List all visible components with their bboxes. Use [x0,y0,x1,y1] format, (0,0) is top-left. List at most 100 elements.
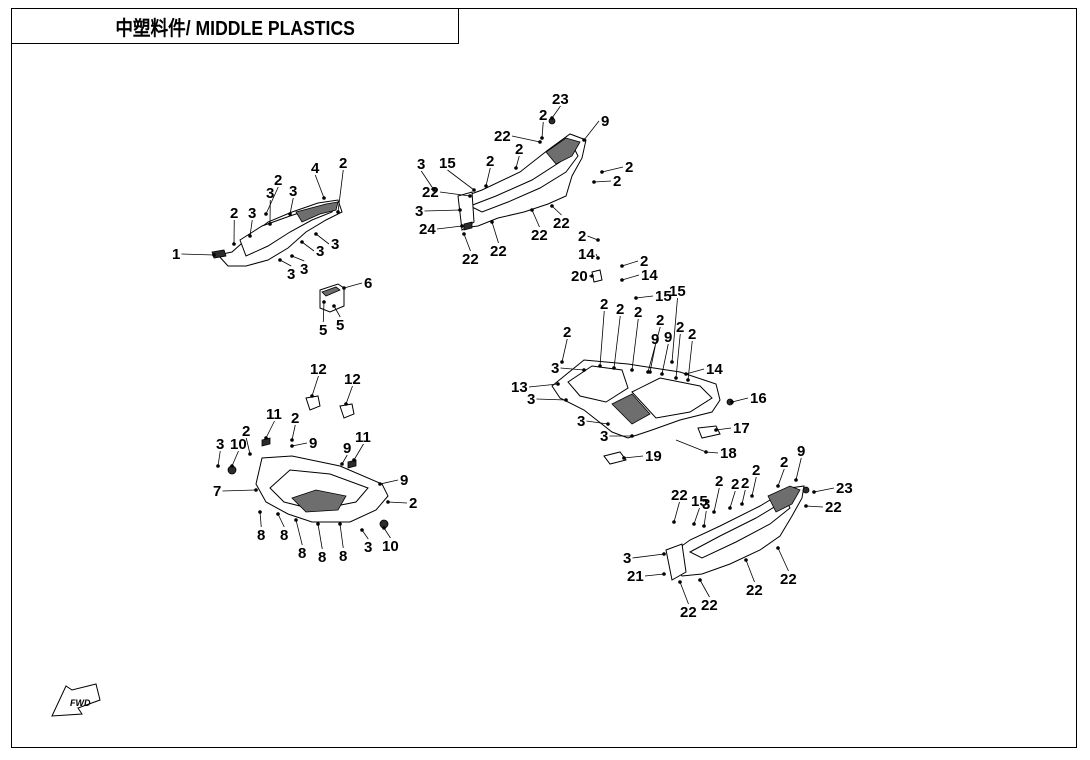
callout-number: 22 [780,571,797,588]
callout-g2-10: 2 [592,173,621,190]
callout-number: 2 [752,462,760,479]
callout-number: 2 [486,153,494,170]
callout-leader-line [631,318,639,371]
callout-leader-line [436,225,463,230]
callout-leader-dot [596,238,600,242]
callout-g3-13: 9 [660,329,672,376]
callout-leader-line [705,451,719,454]
callout-leader-dot [322,196,326,200]
callout-number: 2 [563,324,571,341]
callout-g1-7: 2 [336,155,347,214]
callout-leader-dot [662,552,666,556]
callout-leader-line [561,338,568,363]
callout-leader-line [265,420,275,439]
callout-leader-dot [538,140,542,144]
title-block: 中塑料件/ MIDDLE PLASTICS [11,8,459,44]
callout-leader-dot [248,234,252,238]
callout-leader-line [249,219,253,237]
callout-g3-19: 14 [684,361,723,378]
callout-g4-6: 2 [290,410,299,442]
callout-leader-dot [730,400,734,404]
callout-number: 2 [741,475,749,492]
callout-leader-dot [322,300,326,304]
callout-number: 22 [531,227,548,244]
callout-number: 8 [298,545,306,562]
callout-leader-dot [472,188,476,192]
callout-number: 3 [266,185,274,202]
callout-number: 3 [417,156,425,173]
callout-leader-line [383,527,391,539]
callout-g5-4: 2 [728,476,739,510]
callout-leader-line [613,315,621,369]
callout-g2-0: 23 [550,91,569,120]
callout-g1-3: 2 [264,172,282,216]
callout-number: 3 [702,496,710,513]
clip-part-24 [463,221,473,231]
callout-number: 20 [571,268,588,285]
callout-leader-line [343,282,363,289]
callout-leader-line [277,513,285,528]
callout-g1-1: 2 [230,205,238,246]
callout-g1-2: 3 [248,205,256,238]
callout-number: 3 [331,236,339,253]
callout-leader-dot [776,484,780,488]
callout-leader-line [795,457,802,481]
callout-leader-dot [630,434,634,438]
part-group-side-step [665,485,810,581]
callout-number: 21 [627,568,644,585]
grommet-part-23b [802,486,810,494]
callout-leader-line [635,295,654,299]
callout-number: 9 [601,113,609,130]
callout-leader-line [181,253,215,256]
callout-number: 24 [419,221,436,238]
rod-part-18 [675,439,707,453]
callout-g3-20: 16 [730,390,767,407]
callout-leader-line [217,450,221,467]
callout-leader-line [536,398,567,401]
callout-number: 14 [706,361,723,378]
callout-number: 3 [248,205,256,222]
callout-g5-11: 3 [623,550,666,567]
callout-leader-dot [310,394,314,398]
callout-leader-line [485,167,491,187]
callout-leader-dot [678,580,682,584]
callout-number: 2 [242,423,250,440]
drawing-frame [11,8,1077,748]
callout-leader-line [491,221,499,244]
callout-leader-line [649,345,656,373]
callout-leader-line [679,581,689,605]
callout-g2-15: 22 [462,232,479,268]
callout-leader-dot [596,256,600,260]
callout-g3-6: 15 [669,283,686,364]
callout-g5-16: 22 [776,546,797,588]
callout-number: 22 [422,184,439,201]
callout-leader-dot [712,510,716,514]
callout-number: 2 [634,304,642,321]
callout-number: 22 [671,487,688,504]
callout-number: 8 [318,549,326,566]
callout-leader-line [687,340,693,381]
callout-number: 9 [343,440,351,457]
callout-number: 9 [400,472,408,489]
callout-leader-dot [670,360,674,364]
clip-part-20 [591,269,603,283]
floor-tray-inner-right [631,377,713,419]
callout-leader-dot [776,546,780,550]
callout-leader-line [777,468,785,487]
callout-leader-line [424,209,461,212]
callout-leader-line [345,385,353,405]
frame-cover-inner [468,147,579,213]
callout-g5-10: 22 [671,487,688,524]
callout-number: 2 [656,312,664,329]
callout-number: 5 [336,317,344,334]
callout-leader-dot [674,376,678,380]
callout-leader-line [387,501,408,504]
callout-g1-5: 3 [288,183,297,216]
callout-g4-15: 8 [294,518,306,562]
callout-number: 2 [688,326,696,343]
callout-leader-line [551,205,562,216]
callout-leader-dot [704,450,708,454]
callout-number: 3 [415,203,423,220]
callout-number: 22 [680,604,697,621]
frame-cover-shade [545,137,581,165]
